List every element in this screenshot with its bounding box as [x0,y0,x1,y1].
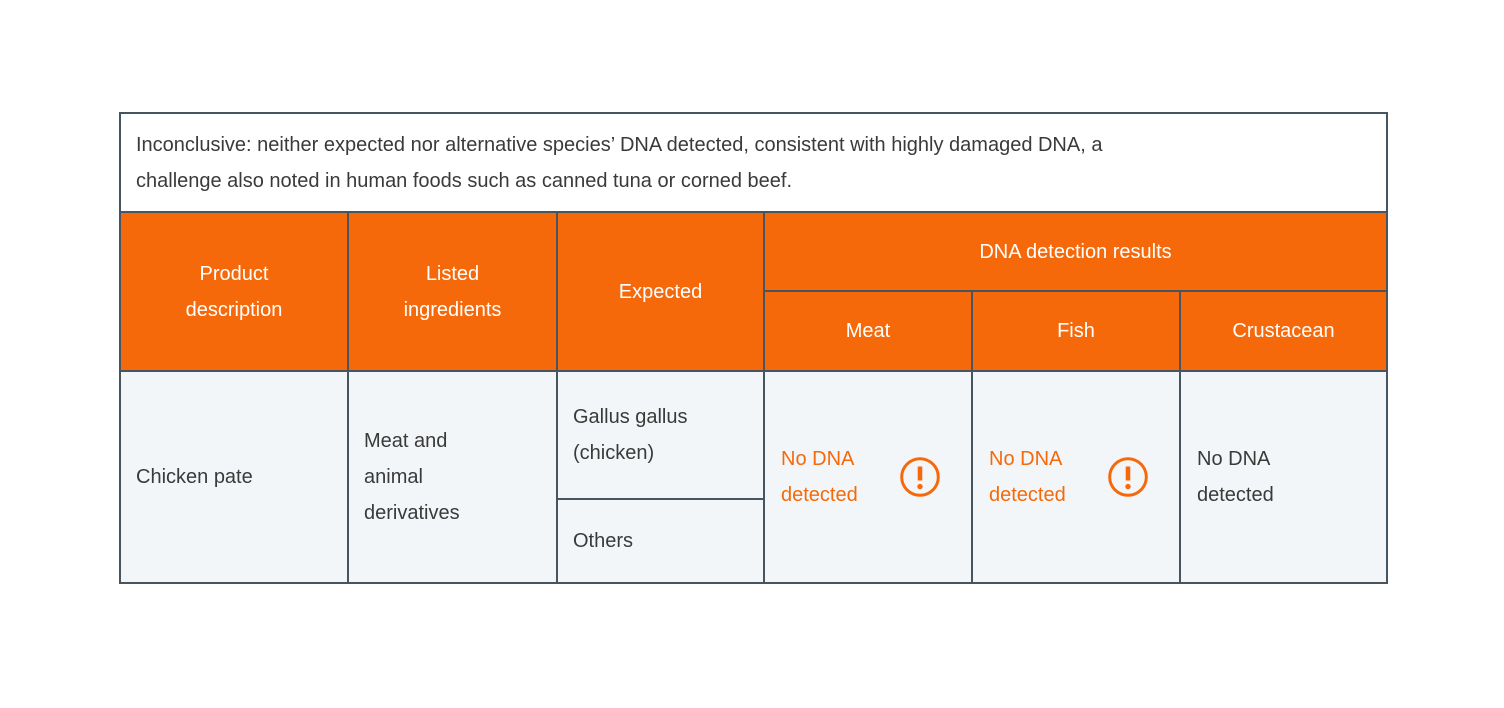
column-header-product-description: Product description [119,211,349,372]
cell-expected: Gallus gallus (chicken) Others [556,370,765,584]
cell-product-description: Chicken pate [119,370,349,584]
cell-expected-secondary: Others [573,530,634,552]
header-row-sub: Meat Fish Crustacean [120,290,1389,372]
note-row: Inconclusive: neither expected nor alter… [118,112,1389,213]
table-row-chicken-pate: Chicken pate Meat and animal derivatives… [119,370,1389,584]
meat-result-text: No DNA detected [781,448,858,506]
crustacean-result-text: No DNA detected [1197,448,1274,506]
column-header-expected: Expected [556,211,765,372]
cell-meat-result: No DNA detected [763,370,973,584]
dna-results-table: Inconclusive: neither expected nor alter… [118,112,1389,584]
inconclusive-note: Inconclusive: neither expected nor alter… [118,112,1389,213]
column-group-header-dna-detection-results: DNA detection results [762,211,1389,292]
cell-crustacean-result: No DNA detected [1178,370,1389,584]
cell-fish-result: No DNA detected [971,370,1181,584]
fish-result-text: No DNA detected [989,448,1066,506]
cell-listed-ingredients: Meat and animal derivatives [347,370,558,584]
header-row-top: Product description Listed ingredients E… [119,211,1389,372]
column-header-listed-ingredients: Listed ingredients [347,211,558,372]
column-header-fish: Fish [971,290,1181,372]
cell-expected-primary: Gallus gallus (chicken) [558,372,763,500]
column-header-crustacean: Crustacean [1178,290,1389,372]
warning-icon [900,457,940,497]
column-header-meat: Meat [763,290,973,372]
warning-icon [1108,457,1148,497]
